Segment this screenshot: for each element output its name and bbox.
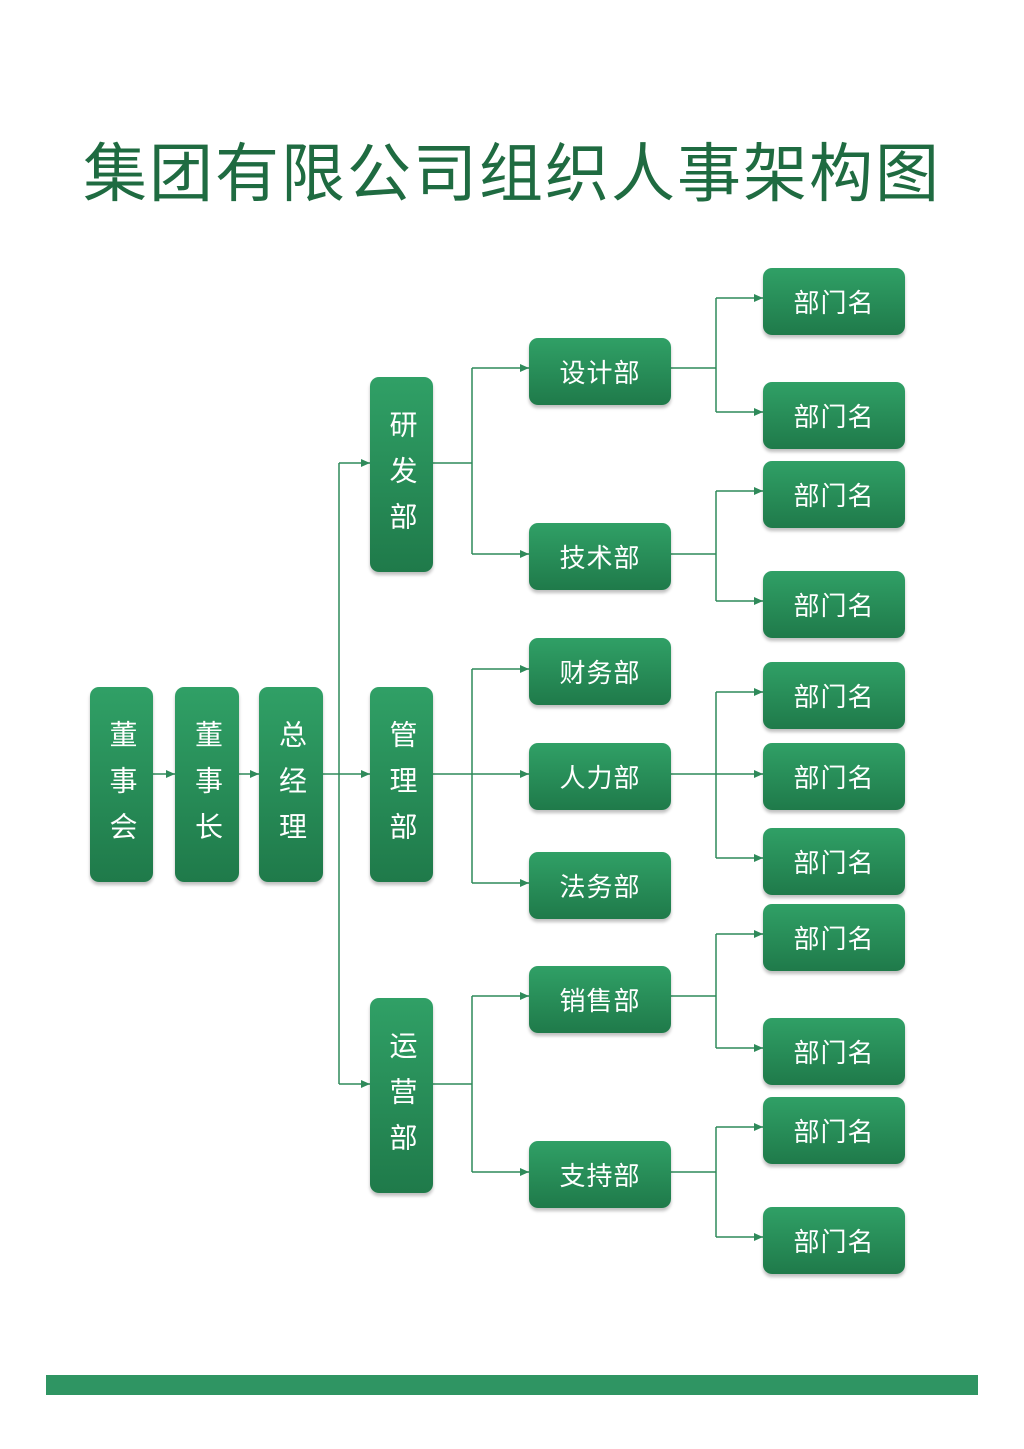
node-operations-division-label: 运营部 (385, 1031, 419, 1169)
node-sub-unit: 部门名 (763, 1207, 905, 1274)
node-management-division-label: 管理部 (385, 720, 419, 858)
node-tech-dept: 技术部 (529, 523, 671, 590)
node-board: 董事会 (90, 687, 153, 882)
node-sub-unit: 部门名 (763, 904, 905, 971)
node-sub-unit: 部门名 (763, 382, 905, 449)
chart-title: 集团有限公司组织人事架构图 (83, 138, 941, 212)
node-design-dept: 设计部 (529, 338, 671, 405)
node-sub-unit: 部门名 (763, 571, 905, 638)
footer-bar (46, 1375, 978, 1395)
node-operations-division: 运营部 (370, 998, 433, 1193)
node-sub-unit: 部门名 (763, 662, 905, 729)
node-sub-unit: 部门名 (763, 1018, 905, 1085)
node-management-division: 管理部 (370, 687, 433, 882)
node-sub-unit: 部门名 (763, 743, 905, 810)
node-hr-dept: 人力部 (529, 743, 671, 810)
node-chairman-label: 董事长 (191, 720, 224, 858)
node-rnd-division-label: 研发部 (385, 410, 419, 548)
node-board-label: 董事会 (105, 720, 139, 858)
node-sub-unit: 部门名 (763, 1097, 905, 1164)
node-sales-dept: 销售部 (529, 966, 671, 1033)
node-sub-unit: 部门名 (763, 268, 905, 335)
node-legal-dept: 法务部 (529, 852, 671, 919)
node-chairman: 董事长 (175, 687, 239, 882)
node-rnd-division: 研发部 (370, 377, 433, 572)
node-general-manager: 总经理 (259, 687, 323, 882)
node-support-dept: 支持部 (529, 1141, 671, 1208)
node-finance-dept: 财务部 (529, 638, 671, 705)
node-general-manager-label: 总经理 (275, 720, 308, 858)
node-sub-unit: 部门名 (763, 461, 905, 528)
node-sub-unit: 部门名 (763, 828, 905, 895)
